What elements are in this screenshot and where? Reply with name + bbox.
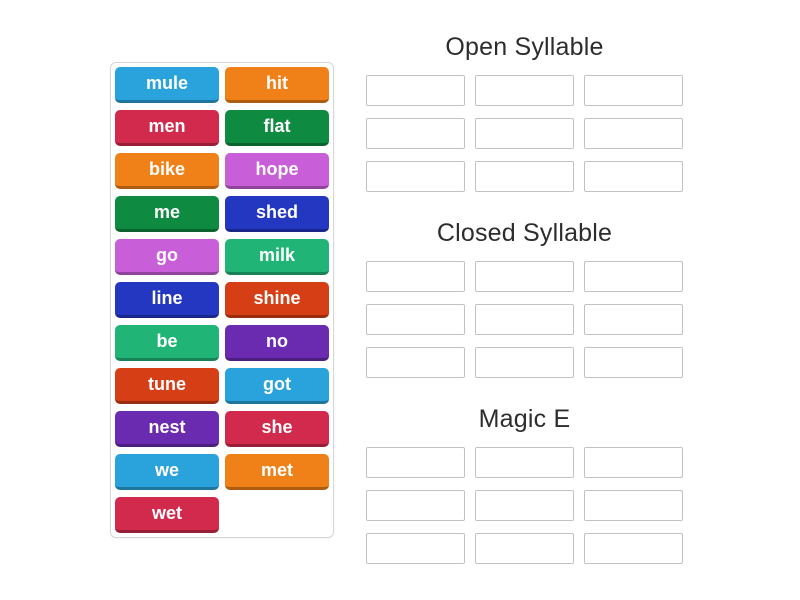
- drop-slot[interactable]: [366, 533, 465, 564]
- drop-slot[interactable]: [475, 533, 574, 564]
- drop-slot[interactable]: [366, 490, 465, 521]
- word-tile-met[interactable]: met: [225, 454, 329, 490]
- word-tile-milk[interactable]: milk: [225, 239, 329, 275]
- word-tile-shed[interactable]: shed: [225, 196, 329, 232]
- drop-slot[interactable]: [475, 118, 574, 149]
- word-tile-bike[interactable]: bike: [115, 153, 219, 189]
- word-tile-flat[interactable]: flat: [225, 110, 329, 146]
- word-tile-go[interactable]: go: [115, 239, 219, 275]
- word-tile-men[interactable]: men: [115, 110, 219, 146]
- drop-slot[interactable]: [475, 347, 574, 378]
- drop-slot[interactable]: [584, 447, 683, 478]
- word-tile-got[interactable]: got: [225, 368, 329, 404]
- drop-slot[interactable]: [584, 304, 683, 335]
- drop-slot[interactable]: [366, 161, 465, 192]
- word-tile-she[interactable]: she: [225, 411, 329, 447]
- drop-slot[interactable]: [584, 261, 683, 292]
- drop-slot[interactable]: [475, 304, 574, 335]
- slot-grid-closed-syllable: [366, 261, 683, 378]
- drop-slot[interactable]: [366, 261, 465, 292]
- drop-slot[interactable]: [584, 118, 683, 149]
- word-tile-mule[interactable]: mule: [115, 67, 219, 103]
- word-tile-hit[interactable]: hit: [225, 67, 329, 103]
- drop-slot[interactable]: [366, 347, 465, 378]
- group-title-closed-syllable: Closed Syllable: [436, 219, 613, 247]
- group-magic-e: Magic E: [366, 405, 683, 564]
- drop-slot[interactable]: [584, 347, 683, 378]
- drop-slot[interactable]: [366, 304, 465, 335]
- drop-slot[interactable]: [475, 261, 574, 292]
- word-tile-tune[interactable]: tune: [115, 368, 219, 404]
- drop-slot[interactable]: [475, 447, 574, 478]
- word-tile-we[interactable]: we: [115, 454, 219, 490]
- word-tile-hope[interactable]: hope: [225, 153, 329, 189]
- word-tile-shine[interactable]: shine: [225, 282, 329, 318]
- drop-slot[interactable]: [475, 490, 574, 521]
- drop-slot[interactable]: [366, 118, 465, 149]
- slot-grid-magic-e: [366, 447, 683, 564]
- drop-slot[interactable]: [475, 75, 574, 106]
- group-title-open-syllable: Open Syllable: [445, 33, 604, 61]
- drop-slot[interactable]: [366, 447, 465, 478]
- word-tile-wet[interactable]: wet: [115, 497, 219, 533]
- group-closed-syllable: Closed Syllable: [366, 219, 683, 378]
- slot-grid-open-syllable: [366, 75, 683, 192]
- word-tile-line[interactable]: line: [115, 282, 219, 318]
- drop-slot[interactable]: [584, 161, 683, 192]
- drop-slot[interactable]: [366, 75, 465, 106]
- group-open-syllable: Open Syllable: [366, 33, 683, 192]
- drop-slot[interactable]: [475, 161, 574, 192]
- drop-slot[interactable]: [584, 533, 683, 564]
- group-title-magic-e: Magic E: [478, 405, 571, 433]
- drop-slot[interactable]: [584, 75, 683, 106]
- word-tile-no[interactable]: no: [225, 325, 329, 361]
- word-tile-nest[interactable]: nest: [115, 411, 219, 447]
- drop-slot[interactable]: [584, 490, 683, 521]
- word-tile-be[interactable]: be: [115, 325, 219, 361]
- word-tile-me[interactable]: me: [115, 196, 219, 232]
